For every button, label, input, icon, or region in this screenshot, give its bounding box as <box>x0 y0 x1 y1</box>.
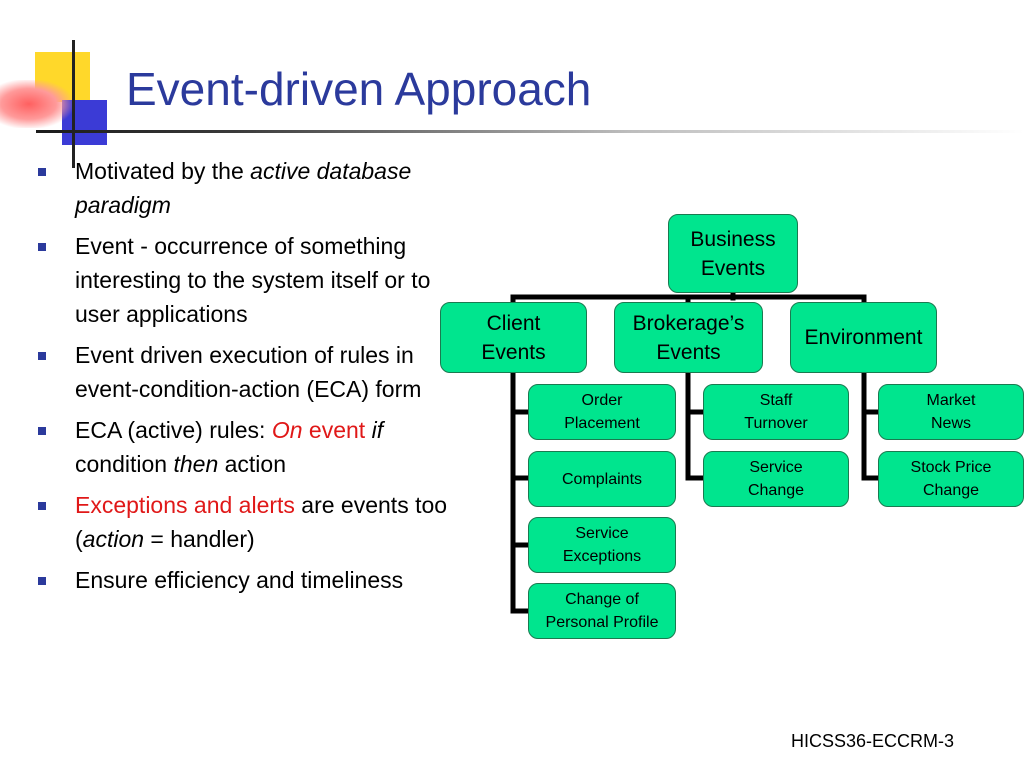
node-label: Service Change <box>747 459 805 499</box>
title-divider <box>36 130 1024 133</box>
bullet-item: Ensure efficiency and timeliness <box>38 563 448 597</box>
node-label: Order Placement <box>564 392 640 432</box>
bullet-item: Event driven execution of rules in event… <box>38 338 448 406</box>
bullet-item: Exceptions and alerts are events too (ac… <box>38 488 448 556</box>
page-title: Event-driven Approach <box>126 63 592 115</box>
bullet-item: Event - occurrence of something interest… <box>38 229 448 331</box>
node-service-exceptions: Service Exceptions <box>528 517 676 573</box>
bullet-item: Motivated by the active database paradig… <box>38 154 448 222</box>
bullet-text: Event driven execution of rules in event… <box>75 342 422 402</box>
node-label: Complaints <box>561 470 643 488</box>
node-market-news: Market News <box>878 384 1024 440</box>
slide-footer: HICSS36-ECCRM-3 <box>791 731 955 751</box>
node-label: Environment <box>804 326 923 349</box>
decor-vertical-line <box>72 40 75 168</box>
bullet-italic-text: active database paradigm <box>75 158 412 218</box>
node-label: Client Events <box>481 311 546 364</box>
bullet-square-icon <box>38 352 46 360</box>
bullet-square-icon <box>38 502 46 510</box>
bullet-italic-text: then <box>173 451 219 477</box>
bullet-text: = handler) <box>144 526 255 552</box>
bullet-red-italic-text: On <box>271 417 303 443</box>
node-business-events: Business Events <box>668 214 798 293</box>
node-client-events: Client Events <box>440 302 587 373</box>
node-brokerage-events: Brokerage’s Events <box>614 302 763 373</box>
corner-decoration <box>0 0 140 170</box>
bullet-square-icon <box>38 577 46 585</box>
bullet-italic-text: action <box>82 526 145 552</box>
bullet-item: ECA (active) rules: On event if conditio… <box>38 413 448 481</box>
bullet-text: ECA (active) rules: <box>75 417 272 443</box>
node-label: Business Events <box>690 227 776 280</box>
node-order-placement: Order Placement <box>528 384 676 440</box>
bullet-square-icon <box>38 243 46 251</box>
node-staff-turnover: Staff Turnover <box>703 384 849 440</box>
bullet-square-icon <box>38 168 46 176</box>
node-service-change: Service Change <box>703 451 849 507</box>
node-label: Stock Price Change <box>910 459 992 499</box>
bullet-square-icon <box>38 427 46 435</box>
node-stock-price-change: Stock Price Change <box>878 451 1024 507</box>
node-label: Service Exceptions <box>562 525 642 565</box>
node-label: Brokerage’s Events <box>632 311 745 364</box>
node-environment: Environment <box>790 302 937 373</box>
node-label: Staff Turnover <box>744 392 808 432</box>
bullet-text: Motivated by the <box>75 158 251 184</box>
bullet-text: are events too ( <box>75 492 448 552</box>
bullet-red-text: event <box>302 417 366 443</box>
bullet-text: action <box>218 451 286 477</box>
decor-red-glow <box>0 80 72 128</box>
bullet-list: Motivated by the active database paradig… <box>38 154 448 604</box>
bullet-italic-text: if <box>371 417 384 443</box>
bullet-text: Ensure efficiency and timeliness <box>75 567 404 593</box>
bullet-text: condition <box>75 451 174 477</box>
bullet-text: Event - occurrence of something interest… <box>75 233 431 327</box>
bullet-red-text: Exceptions and alerts <box>75 492 295 518</box>
node-complaints: Complaints <box>528 451 676 507</box>
node-label: Market News <box>926 392 976 432</box>
node-change-profile: Change of Personal Profile <box>528 583 676 639</box>
node-label: Change of Personal Profile <box>545 591 659 631</box>
